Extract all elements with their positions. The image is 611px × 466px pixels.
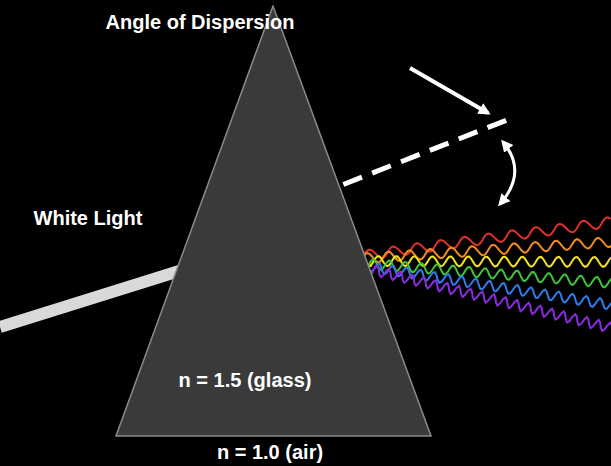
pointer-arrow — [410, 68, 488, 113]
text-label: White Light — [34, 206, 143, 230]
angle-double-arrow — [500, 142, 515, 204]
prism-body — [116, 6, 431, 436]
light-wave — [208, 257, 611, 331]
text-label: n = 1.0 (air) — [217, 440, 323, 464]
medium-label: n = 1.5 (glass) — [179, 368, 312, 392]
light-wave — [208, 257, 611, 309]
prism: n = 1.5 (glass) — [115, 5, 432, 437]
light-wave — [208, 238, 611, 267]
text-label: Angle of Dispersion — [106, 10, 295, 34]
light-wave — [208, 218, 611, 267]
light-wave — [208, 256, 611, 267]
